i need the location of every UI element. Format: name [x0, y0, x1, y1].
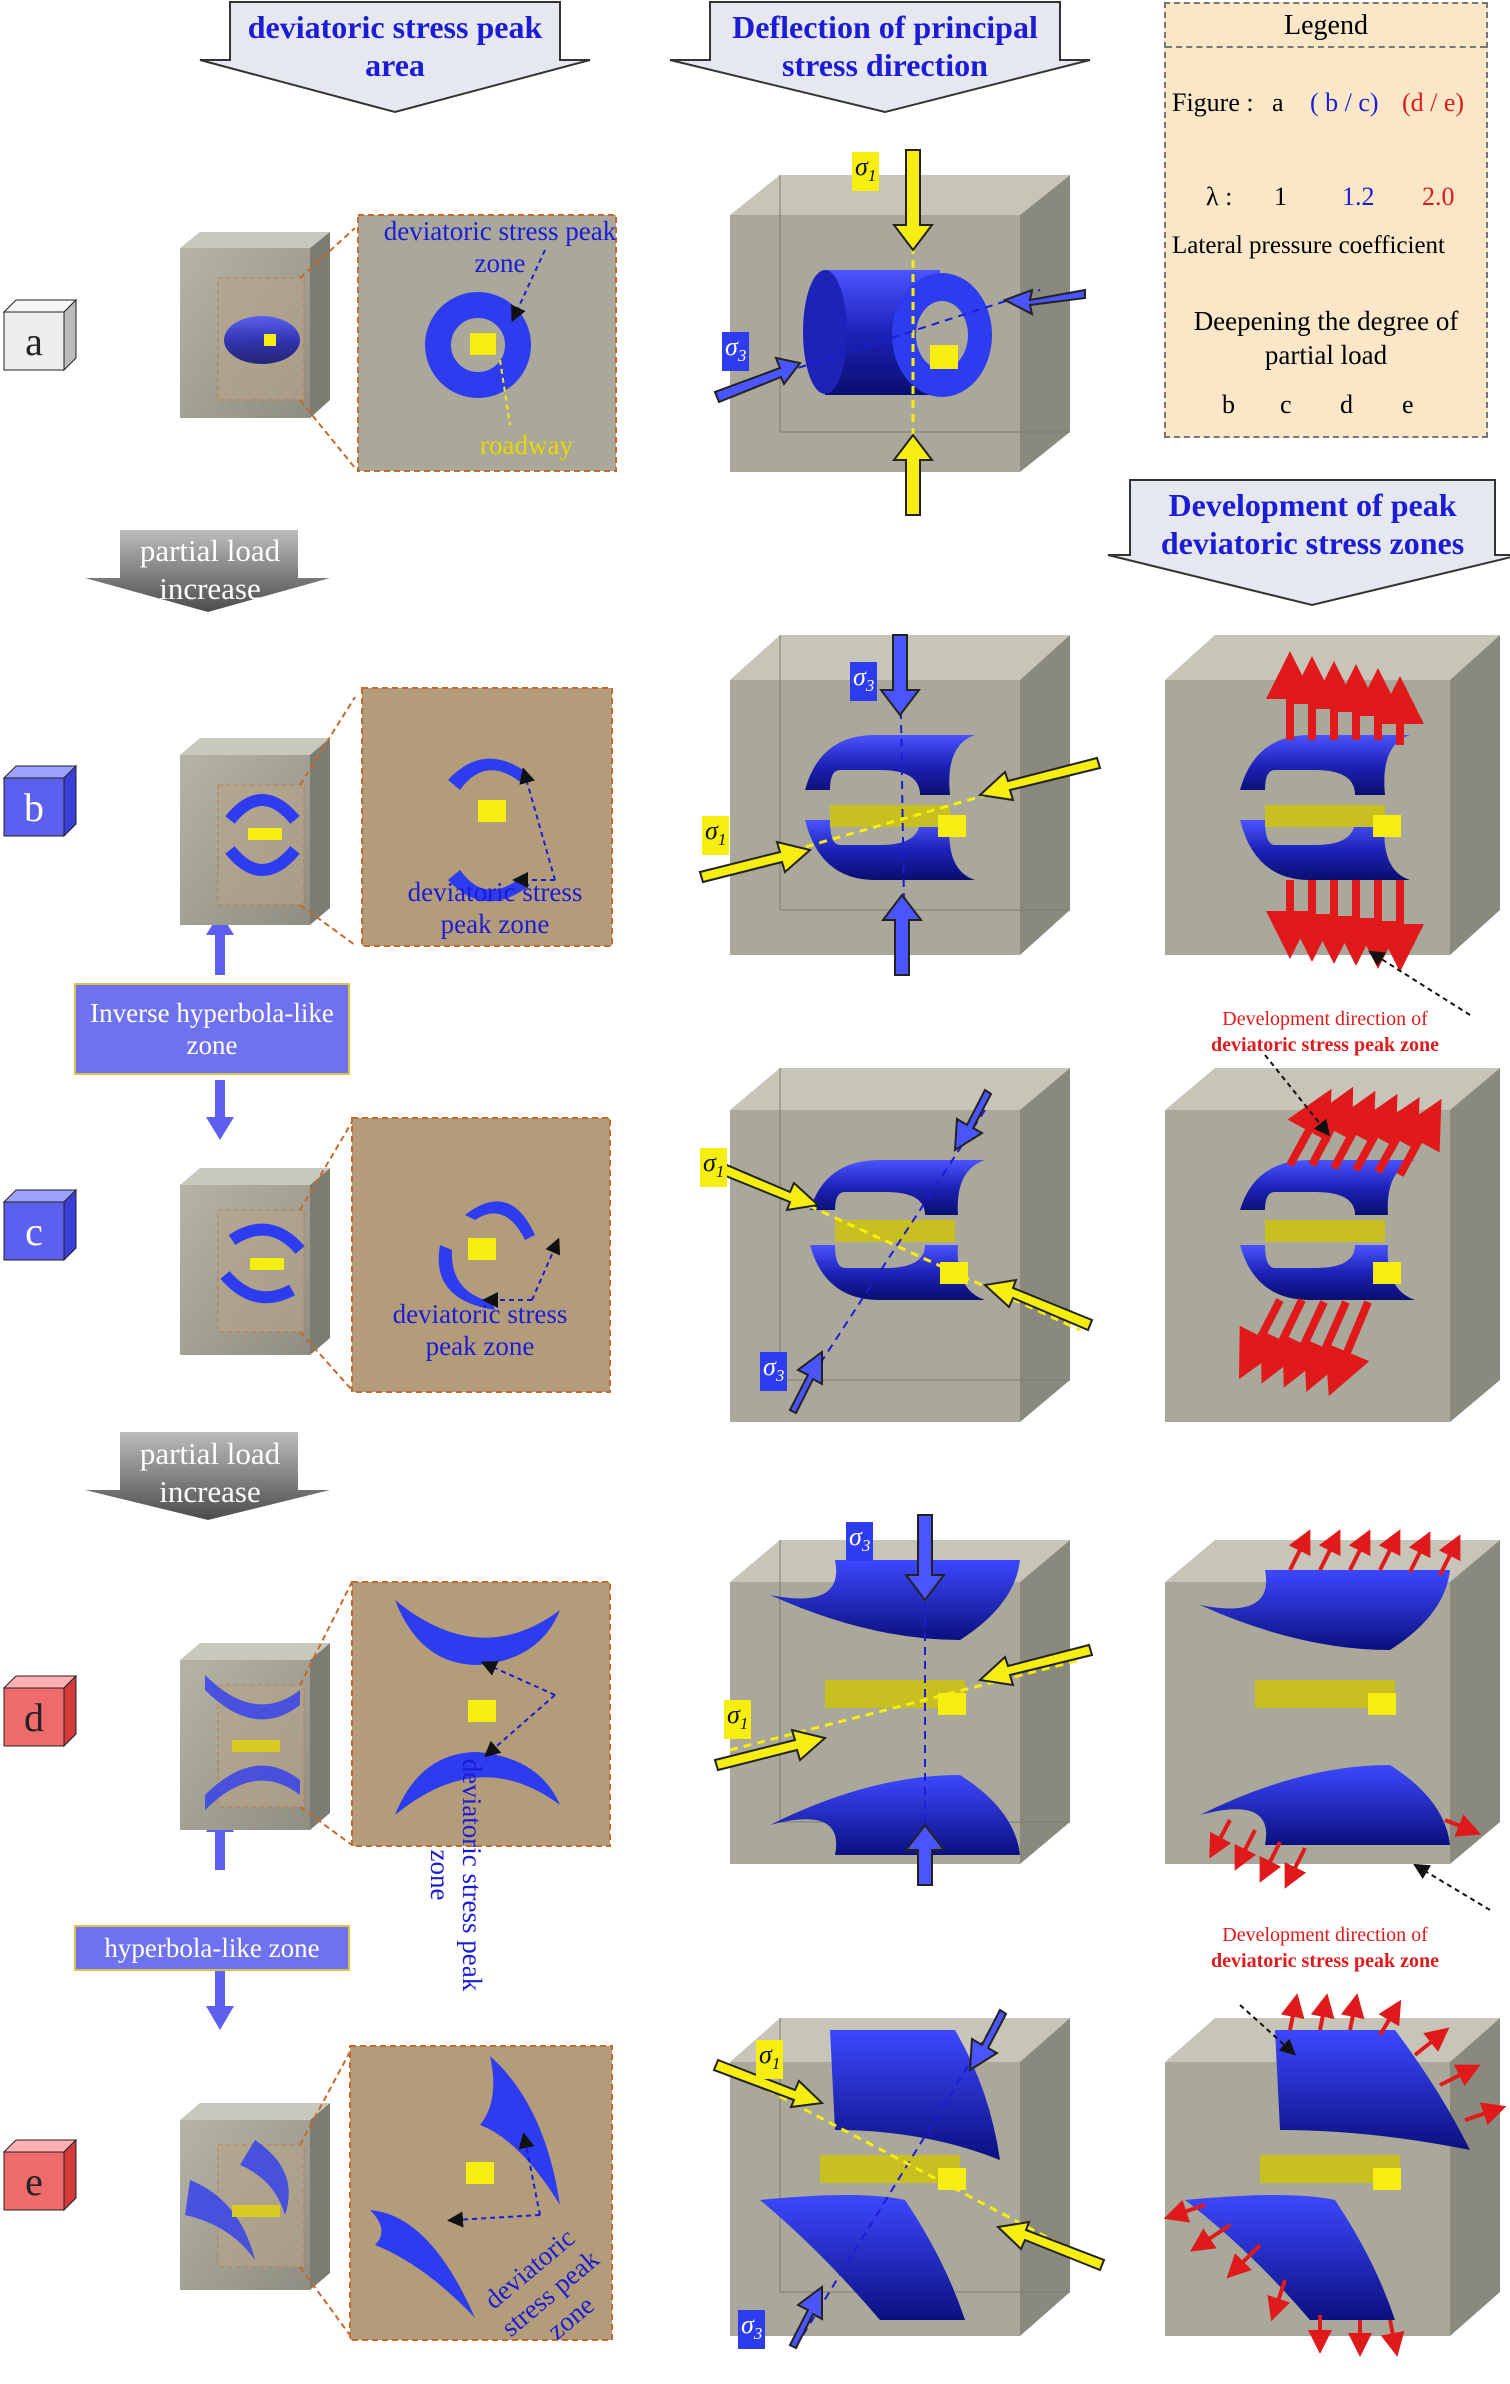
row-b-development-cube	[1165, 635, 1500, 1016]
development-direction-note-1: Development direction of deviatoric stre…	[1175, 1006, 1475, 1058]
row-d-development-cube	[1165, 1529, 1500, 1911]
legend-lambda-label: λ :	[1206, 182, 1233, 211]
legend-lambda-bc: 1.2	[1342, 182, 1375, 211]
sigma3-label-d: σ3	[846, 1522, 874, 1562]
row-label-b: b	[24, 784, 44, 830]
row-cube-c	[2, 1188, 78, 1262]
sigma3-label-e: σ3	[738, 2310, 766, 2350]
dev-note-1-line1: Development direction of	[1222, 1008, 1428, 1030]
row-e-zoom	[299, 2045, 613, 2341]
row-c-small-cube	[180, 1168, 330, 1355]
dev-note-2-line2: deviatoric stress peak zone	[1211, 1950, 1439, 1972]
legend-fig-a: a	[1272, 88, 1284, 117]
inverse-hyperbola-zone-box: Inverse hyperbola-like zone	[74, 983, 350, 1075]
row-b-zoom	[299, 687, 613, 947]
row-e-principal-cube	[712, 2008, 1106, 2350]
sigma3-label-c: σ3	[760, 1352, 788, 1392]
roadway-label: roadway	[480, 430, 573, 460]
sigma1-label-a: σ1	[852, 152, 880, 192]
header-arrow-3	[1107, 479, 1510, 607]
zone-label-c: deviatoric stress peak zone	[392, 1299, 568, 1361]
hyperbola-zone-box: hyperbola-like zone	[74, 1925, 350, 1971]
partial-load-arrow-1	[85, 530, 330, 612]
row-d-small-cube	[180, 1643, 330, 1830]
header-arrow-2	[669, 1, 1091, 114]
header-deviatoric-stress-peak-area: deviatoric stress peak area	[247, 9, 543, 83]
header-deflection-principal-stress: Deflection of principal stress direction	[732, 9, 1038, 83]
sigma3-label-b: σ3	[850, 662, 878, 702]
row-label-a: a	[25, 318, 43, 364]
legend-lambda-a: 1	[1274, 182, 1287, 211]
row-label-c: c	[25, 1208, 43, 1254]
row-c-development-cube	[1165, 1054, 1500, 1422]
legend-seq-e: e	[1402, 390, 1414, 419]
dev-note-2-line1: Development direction of	[1222, 1924, 1428, 1946]
row-cube-a	[2, 298, 78, 372]
row-e-development-cube	[1163, 1993, 1507, 2357]
row-cube-d	[2, 1674, 78, 1748]
dev-note-1-line2: deviatoric stress peak zone	[1211, 1034, 1439, 1056]
row-a-small-cube	[180, 232, 330, 418]
zone-label-b: deviatoric stress peak zone	[407, 877, 583, 939]
zone-label-d: deviatoric stress peak zone	[425, 1758, 487, 1992]
header-arrow-1	[199, 1, 591, 114]
legend-fig-bc: ( b / c)	[1310, 88, 1379, 117]
partial-load-arrow-2	[85, 1432, 330, 1520]
row-d-principal-cube	[713, 1514, 1094, 1886]
sigma1-label-c: σ1	[700, 1148, 728, 1188]
legend-lambda-de: 2.0	[1422, 182, 1455, 211]
legend-lateral-pressure: Lateral pressure coefficient	[1172, 232, 1445, 259]
legend-fig-de: (d / e)	[1402, 88, 1465, 117]
legend-title: Legend	[1284, 10, 1368, 41]
legend-deepening: Deepening the degree of partial load	[1193, 306, 1459, 370]
legend-seq-b: b	[1222, 390, 1235, 419]
sigma1-label-d: σ1	[724, 1700, 752, 1740]
row-e-small-cube	[180, 2103, 330, 2290]
development-direction-note-2: Development direction of deviatoric stre…	[1175, 1922, 1475, 1974]
sigma1-label-b: σ1	[702, 816, 730, 856]
zone-label-a: deviatoric stress peak zone	[383, 216, 617, 278]
legend-figure-label: Figure :	[1172, 88, 1254, 117]
partial-load-label-1: partial load increase	[139, 533, 281, 606]
sigma3-label-a: σ3	[722, 332, 750, 372]
row-cube-b	[2, 764, 78, 838]
row-c-zoom	[299, 1117, 611, 1393]
row-a-zoom	[299, 214, 617, 472]
header-development-peak-zones: Development of peak deviatoric stress zo…	[1160, 487, 1465, 561]
partial-load-label-2: partial load increase	[139, 1436, 281, 1509]
sigma1-label-e: σ1	[756, 2040, 784, 2080]
row-d-zoom	[299, 1581, 611, 1847]
row-label-d: d	[24, 1694, 44, 1740]
row-a-principal-cube	[713, 149, 1086, 516]
row-b-principal-cube	[698, 634, 1102, 976]
row-c-principal-cube	[709, 1068, 1094, 1422]
row-b-small-cube	[180, 738, 330, 925]
legend-seq-c: c	[1280, 390, 1292, 419]
legend-seq-d: d	[1340, 390, 1353, 419]
row-cube-e	[2, 2138, 78, 2212]
row-label-e: e	[25, 2158, 43, 2204]
legend-box: Legend Figure : a ( b / c) (d / e) λ : 1…	[1164, 2, 1488, 438]
